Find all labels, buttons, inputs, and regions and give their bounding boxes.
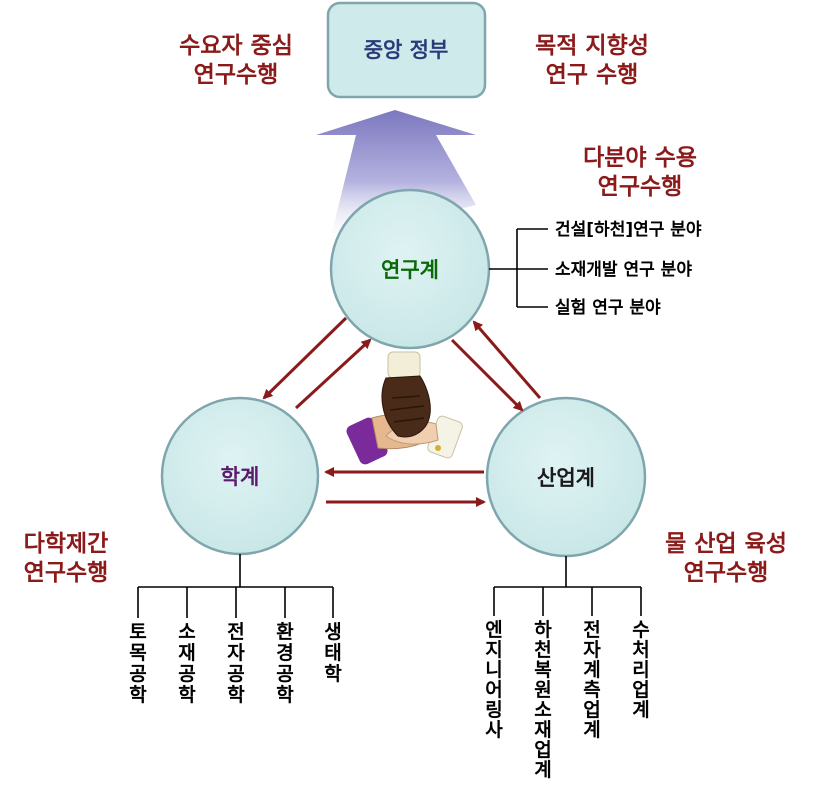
annotation-top-right: 목적 지향성 연구 수행 bbox=[535, 33, 649, 88]
government-box: 중앙 정부 bbox=[326, 1, 487, 99]
annotation-research-right-line1: 다분야 수용 bbox=[583, 145, 697, 171]
academia-node-label: 학계 bbox=[221, 465, 260, 489]
annotation-academia-left-line2: 연구수행 bbox=[24, 560, 109, 586]
node-arrows bbox=[262, 316, 542, 507]
research-branch-3: 실험 연구 분야 bbox=[555, 297, 661, 318]
academia-node: 학계 bbox=[160, 396, 320, 556]
research-branch-1: 건설[하천]연구 분야 bbox=[555, 220, 702, 240]
academia-branch-tree bbox=[137, 554, 334, 618]
industry-branch-tree bbox=[493, 556, 642, 616]
industry-node: 산업계 bbox=[485, 396, 647, 558]
arrow-academia-to-research bbox=[294, 338, 372, 410]
arrow-industry-to-research bbox=[472, 320, 542, 399]
stacked-hands-icon bbox=[346, 351, 463, 465]
annotation-industry-right: 물 산업 육성 연구수행 bbox=[665, 531, 787, 586]
annotation-top-right-line1: 목적 지향성 bbox=[535, 33, 649, 59]
annotation-industry-right-line2: 연구수행 bbox=[684, 560, 769, 586]
research-node-label: 연구계 bbox=[381, 258, 439, 282]
annotation-academia-left: 다학제간 연구수행 bbox=[24, 531, 109, 586]
arrow-research-to-academia bbox=[262, 316, 348, 400]
annotation-top-right-line2: 연구 수행 bbox=[546, 62, 639, 88]
industry-node-label: 산업계 bbox=[537, 466, 595, 490]
annotation-top-left: 수요자 중심 연구수행 bbox=[179, 33, 293, 88]
government-label: 중앙 정부 bbox=[364, 38, 449, 62]
arrow-research-to-industry bbox=[450, 338, 524, 412]
annotation-industry-right-line1: 물 산업 육성 bbox=[665, 531, 787, 557]
research-branch-tree: 건설[하천]연구 분야 소재개발 연구 분야 실험 연구 분야 bbox=[489, 220, 702, 318]
research-node: 연구계 bbox=[329, 188, 491, 350]
annotation-academia-left-line1: 다학제간 bbox=[24, 531, 109, 557]
annotation-research-right-line2: 연구수행 bbox=[598, 174, 683, 200]
annotation-top-left-line1: 수요자 중심 bbox=[179, 33, 293, 59]
annotation-top-left-line2: 연구수행 bbox=[194, 62, 279, 88]
annotation-research-right: 다분야 수용 연구수행 bbox=[583, 145, 697, 200]
research-branch-2: 소재개발 연구 분야 bbox=[555, 260, 692, 280]
